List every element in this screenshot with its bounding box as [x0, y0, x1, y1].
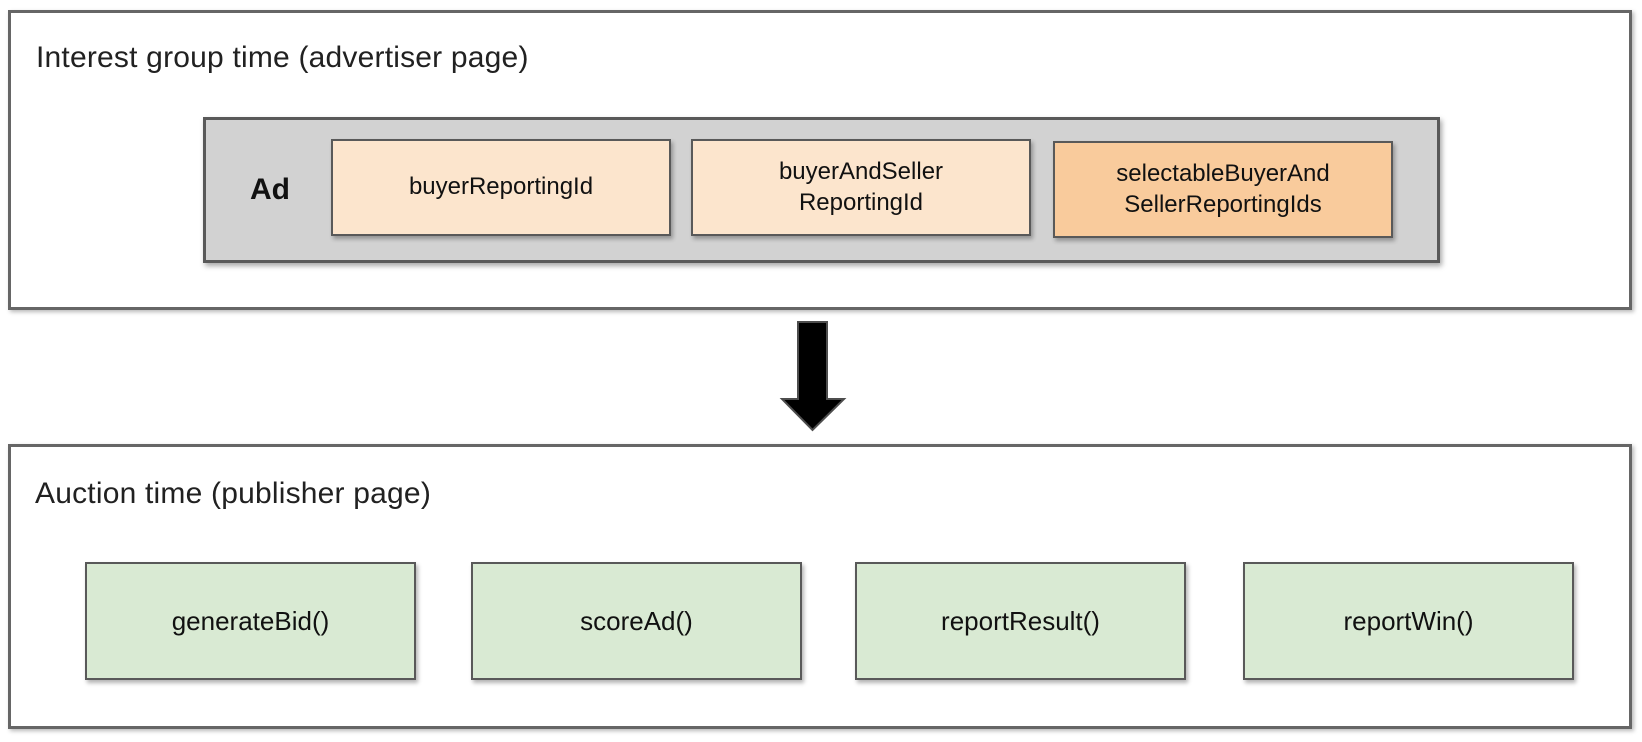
- interest-group-section: Interest group time (advertiser page) Ad…: [8, 10, 1632, 310]
- buyer-and-seller-reporting-id-box: buyerAndSeller ReportingId: [691, 139, 1031, 236]
- score-ad-box: scoreAd(): [471, 562, 802, 680]
- generate-bid-label: generateBid(): [171, 605, 330, 636]
- selectable-buyer-and-seller-reporting-ids-label: selectableBuyerAnd SellerReportingIds: [1116, 160, 1330, 218]
- selectable-buyer-and-seller-reporting-ids-box: selectableBuyerAnd SellerReportingIds: [1053, 141, 1393, 238]
- buyer-reporting-id-label: buyerReportingId: [408, 173, 594, 201]
- auction-title: Auction time (publisher page): [35, 477, 432, 510]
- report-result-box: reportResult(): [855, 562, 1186, 680]
- report-result-label: reportResult(): [941, 605, 1100, 636]
- buyer-reporting-id-box: buyerReportingId: [331, 139, 671, 236]
- down-arrow-icon: [779, 320, 847, 432]
- report-win-box: reportWin(): [1243, 562, 1574, 680]
- ad-container: Ad buyerReportingId buyerAndSeller Repor…: [203, 117, 1440, 263]
- generate-bid-box: generateBid(): [85, 562, 416, 680]
- report-win-label: reportWin(): [1343, 605, 1474, 636]
- auction-section: Auction time (publisher page) generateBi…: [8, 444, 1632, 729]
- ad-label: Ad: [250, 173, 290, 206]
- interest-group-title: Interest group time (advertiser page): [36, 41, 529, 74]
- score-ad-label: scoreAd(): [580, 605, 693, 636]
- buyer-and-seller-reporting-id-label: buyerAndSeller ReportingId: [778, 158, 944, 216]
